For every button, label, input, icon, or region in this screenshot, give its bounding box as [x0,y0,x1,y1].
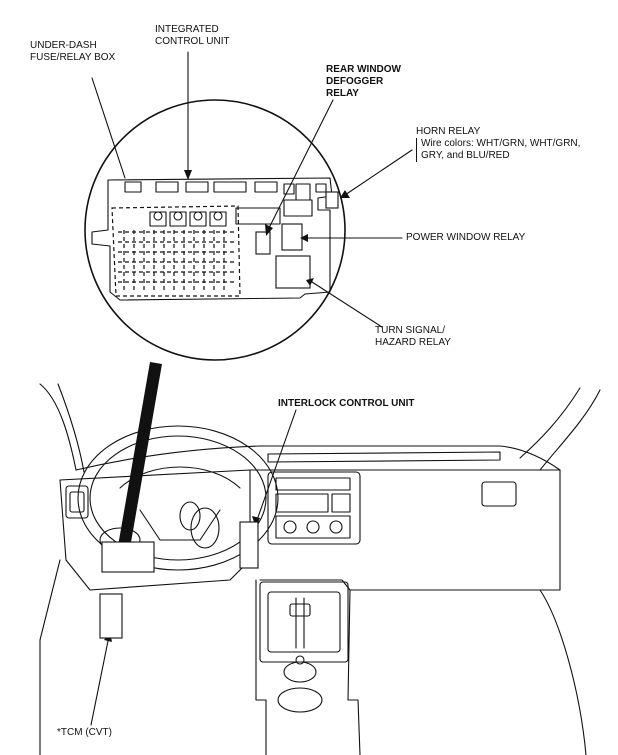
label-tcm: *TCM (CVT) [57,727,112,738]
power-window-relay-body [281,223,303,251]
fuse-relay-box [91,177,339,301]
label-rear-window-defogger-relay: REAR WINDOW DEFOGGER RELAY [326,64,401,99]
label-interlock-control-unit: INTERLOCK CONTROL UNIT [278,398,415,409]
leader-lines [90,51,413,726]
label-integrated-control-unit: INTEGRATED CONTROL UNIT [155,24,230,47]
turn-signal-relay-body [275,255,311,289]
rear-defogger-relay-body [255,231,271,255]
tcm-body [99,593,123,639]
horn-wire-colors: Wire colors: WHT/GRN, WHT/GRN, GRY, and … [416,138,580,162]
label-turn-signal-hazard-relay: TURN SIGNAL/ HAZARD RELAY [375,325,451,348]
dashboard [39,383,601,755]
interlock-control-unit-body [239,521,259,569]
magnified-circle [84,99,346,361]
label-power-window-relay: POWER WINDOW RELAY [406,232,526,243]
magnify-connector [118,362,162,548]
label-under-dash: UNDER-DASH FUSE/RELAY BOX [30,40,116,63]
label-horn-relay: HORN RELAY [416,126,481,137]
fuse-grid [118,211,236,292]
horn-relay-body [325,191,339,209]
under-dash-box-outline [101,541,155,573]
